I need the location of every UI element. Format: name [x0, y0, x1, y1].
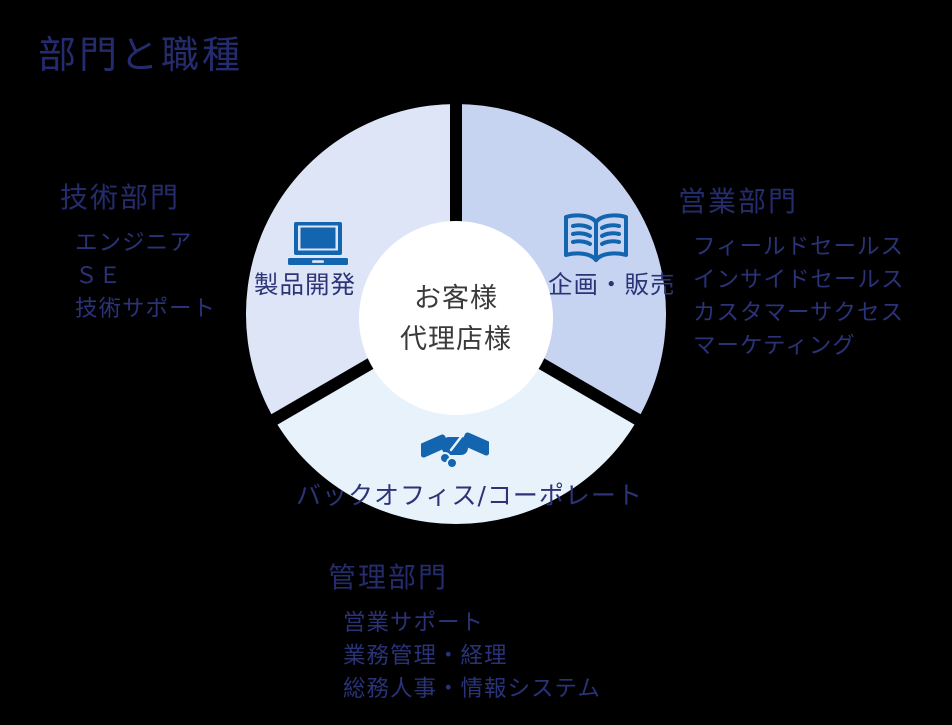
- role-item: エンジニア: [75, 230, 193, 256]
- role-item: ＳＥ: [75, 263, 123, 289]
- role-item: 業務管理・経理: [343, 643, 508, 669]
- center-line-distributors: 代理店様: [400, 324, 512, 355]
- department-admin-roles: 営業サポート 業務管理・経理 総務人事・情報システム: [343, 607, 601, 706]
- department-tech: 技術部門 エンジニア ＳＥ 技術サポート: [60, 176, 216, 326]
- open-book-icon: [564, 213, 628, 262]
- laptop-icon: [288, 222, 348, 265]
- handshake-icon: [421, 432, 489, 469]
- department-tech-heading: 技術部門: [60, 181, 181, 214]
- segment-tech-label: 製品開発: [254, 270, 356, 299]
- segment-admin-label: バックオフィス/コーポレート: [296, 481, 643, 510]
- segment-sales-label: 企画・販売: [548, 270, 676, 299]
- role-item: カスタマーサクセス: [693, 300, 905, 326]
- department-sales-heading: 営業部門: [678, 185, 799, 218]
- department-admin-heading: 管理部門: [328, 561, 449, 594]
- role-item: 技術サポート: [75, 296, 217, 322]
- department-admin: 管理部門 営業サポート 業務管理・経理 総務人事・情報システム: [328, 556, 601, 706]
- center-circle-text: お客様 代理店様: [356, 278, 556, 360]
- center-circle: [359, 221, 553, 415]
- role-item: マーケティング: [693, 333, 856, 359]
- department-sales: 営業部門 フィールドセールス インサイドセールス カスタマーサクセス マーケティ…: [678, 180, 905, 363]
- role-item: フィールドセールス: [693, 234, 905, 260]
- department-sales-roles: フィールドセールス インサイドセールス カスタマーサクセス マーケティング: [693, 231, 905, 363]
- role-item: 営業サポート: [343, 610, 485, 636]
- page-title: 部門と職種: [38, 33, 244, 77]
- role-item: インサイドセールス: [693, 267, 905, 293]
- center-line-customers: お客様: [414, 283, 498, 314]
- department-tech-roles: エンジニア ＳＥ 技術サポート: [75, 227, 216, 326]
- role-item: 総務人事・情報システム: [343, 676, 601, 702]
